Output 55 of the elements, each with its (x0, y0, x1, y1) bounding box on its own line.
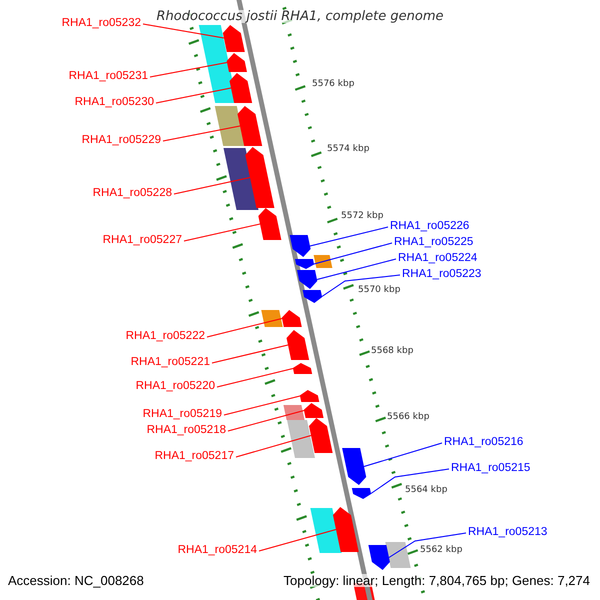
gene-glyph (297, 270, 318, 289)
gene-label: RHA1_ro05224 (398, 253, 478, 264)
gene-glyph (290, 235, 311, 257)
gene-label: RHA1_ro05220 (136, 381, 215, 392)
gene-label: RHA1_ro05226 (390, 221, 470, 232)
gene-label: RHA1_ro05219 (142, 409, 222, 420)
gene-label: RHA1_ro05229 (82, 135, 161, 146)
gene-label: RHA1_ro05214 (178, 545, 257, 556)
scale-label: 5562 kbp (420, 546, 462, 555)
gene-block (214, 106, 246, 146)
scale-label: 5564 kbp (405, 486, 448, 495)
gene-glyph (368, 545, 390, 570)
gene-block (224, 148, 258, 210)
gene-label: RHA1_ro05218 (146, 425, 226, 436)
gene-glyph (282, 310, 302, 327)
scale-label: 5568 kbp (371, 347, 414, 356)
gene-label: RHA1_ro05221 (130, 357, 210, 368)
gene-label: RHA1_ro05217 (154, 451, 234, 462)
gene-glyph (222, 25, 245, 52)
gene-glyph (332, 507, 359, 552)
gene-label: RHA1_ro05216 (444, 437, 524, 448)
gene-glyph (292, 363, 312, 374)
gene-glyph (294, 259, 314, 269)
gene-glyph (286, 330, 310, 360)
gene-glyph (304, 403, 324, 418)
gene-label: RHA1_ro05225 (394, 237, 474, 248)
scale-label: 5576 kbp (312, 80, 354, 89)
gene-label: RHA1_ro05232 (62, 18, 141, 30)
gene-glyph (300, 390, 320, 402)
scale-label: 5572 kbp (341, 212, 384, 221)
gene-block (261, 310, 283, 327)
gene-glyph (258, 208, 282, 240)
gene-label: RHA1_ro05223 (402, 269, 482, 280)
gene-label: RHA1_ro05215 (451, 463, 530, 474)
gene-label: RHA1_ro05228 (92, 188, 172, 200)
gene-glyph (302, 290, 322, 303)
gene-block (314, 255, 332, 268)
gene-label: RHA1_ro05230 (74, 97, 154, 108)
gene-block (310, 508, 342, 553)
gene-label: RHA1_ro05213 (468, 527, 548, 538)
gene-glyph (342, 448, 366, 485)
gene-block (287, 420, 315, 458)
scale-label: 5570 kbp (358, 286, 400, 295)
gene-label: RHA1_ro05231 (68, 71, 148, 82)
accession-text: Accession: NC_008268 (8, 574, 144, 587)
gene-label: RHA1_ro05227 (102, 235, 182, 246)
gene-glyph (352, 488, 372, 499)
genome-info-text: Topology: linear; Length: 7,804,765 bp; Genes: 7,274 (284, 574, 590, 587)
gene-block (385, 542, 411, 568)
scale-label: 5566 kbp (387, 413, 430, 422)
gene-glyph (237, 106, 262, 146)
scale-label: 5574 kbp (327, 145, 370, 154)
gene-glyph (230, 73, 252, 103)
gene-label: RHA1_ro05222 (126, 331, 205, 342)
gene-glyph (226, 53, 247, 72)
